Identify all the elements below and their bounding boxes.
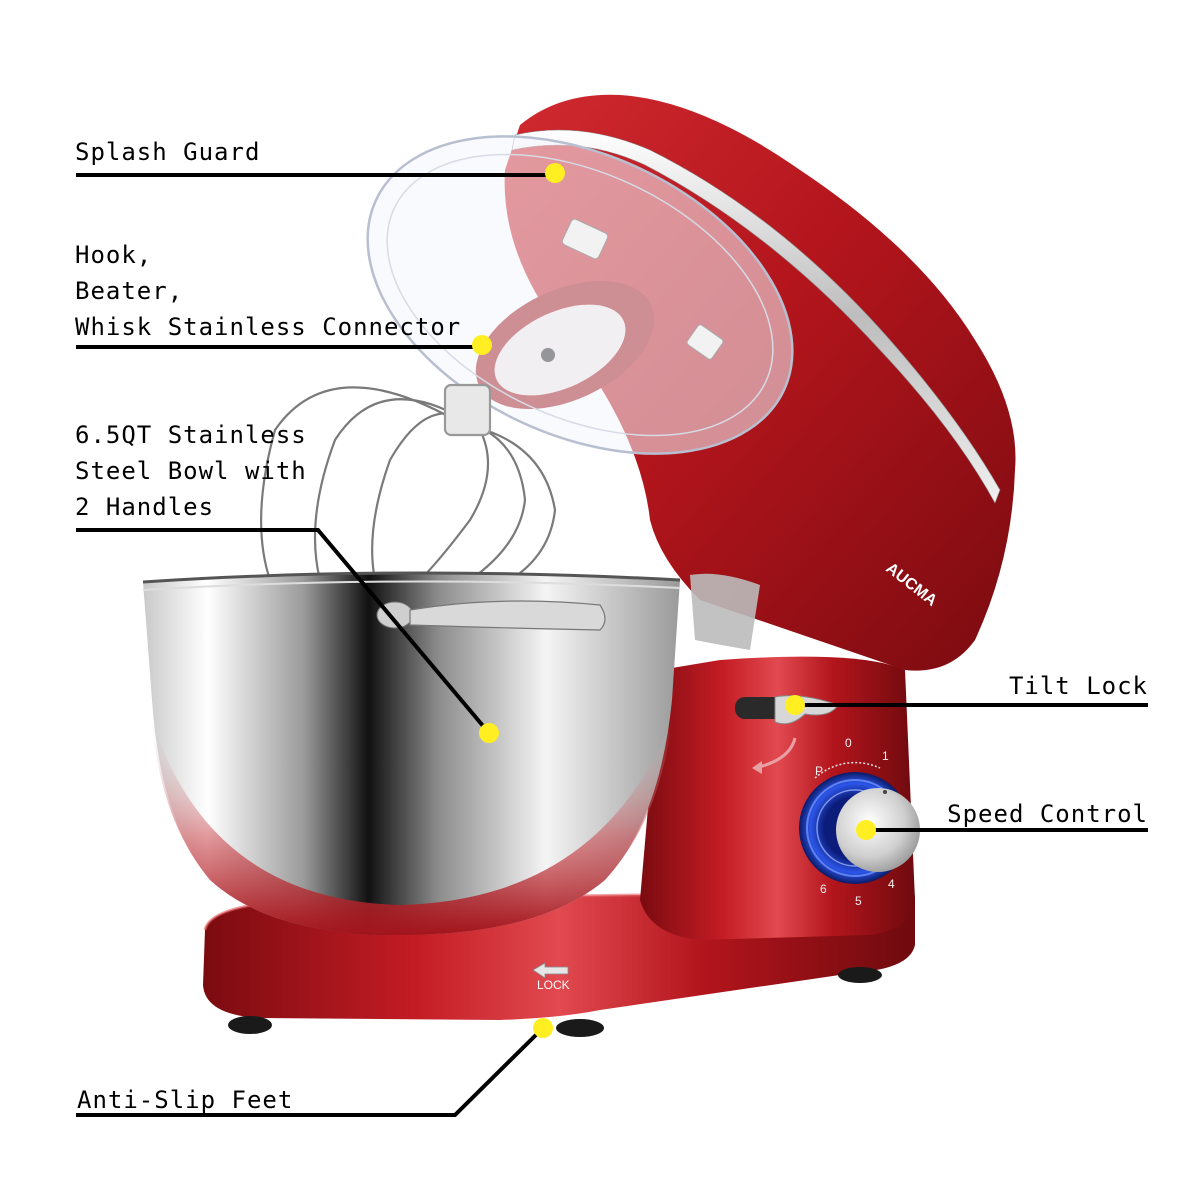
- callout-bowl: 6.5QT Stainless Steel Bowl with 2 Handle…: [75, 417, 307, 525]
- bowl-illustration: [142, 571, 681, 935]
- callout-splash-guard: Splash Guard: [75, 134, 260, 170]
- svg-text:1: 1: [882, 749, 889, 763]
- leader-lines: [76, 173, 1148, 1117]
- callout-text: Beater,: [75, 277, 184, 305]
- mixer-pillar: P 0 1 4 5 6: [640, 656, 920, 940]
- callout-text: Hook,: [75, 241, 153, 269]
- marker-speed-control: [856, 820, 876, 840]
- marker-bowl: [479, 723, 499, 743]
- callout-text: Whisk Stainless Connector: [75, 313, 462, 341]
- callout-text: Anti-Slip Feet: [77, 1086, 294, 1114]
- marker-anti-slip-feet: [533, 1018, 553, 1038]
- svg-text:5: 5: [855, 894, 862, 908]
- marker-splash-guard: [545, 163, 565, 183]
- callout-anti-slip-feet: Anti-Slip Feet: [77, 1082, 293, 1118]
- svg-text:6: 6: [820, 882, 827, 896]
- callout-text: Speed Control: [947, 800, 1148, 828]
- whisk-illustration: [260, 383, 557, 581]
- svg-text:0: 0: [845, 736, 852, 750]
- callout-speed-control: Speed Control: [947, 796, 1148, 832]
- svg-text:4: 4: [888, 877, 895, 891]
- callout-text: 6.5QT Stainless: [75, 421, 307, 449]
- splash-guard-illustration: [366, 135, 794, 455]
- marker-tilt-lock: [785, 695, 805, 715]
- callout-text: Steel Bowl with: [75, 457, 307, 485]
- callout-text: 2 Handles: [75, 493, 215, 521]
- marker-connector: [472, 335, 492, 355]
- callout-text: Splash Guard: [75, 138, 261, 166]
- callout-connector: Hook, Beater, Whisk Stainless Connector: [75, 237, 461, 345]
- svg-text:P: P: [815, 764, 823, 778]
- callout-markers: [472, 163, 876, 1038]
- base-lock-label: LOCK: [537, 978, 570, 992]
- callout-tilt-lock: Tilt Lock: [1009, 668, 1148, 704]
- callout-text: Tilt Lock: [1008, 672, 1148, 700]
